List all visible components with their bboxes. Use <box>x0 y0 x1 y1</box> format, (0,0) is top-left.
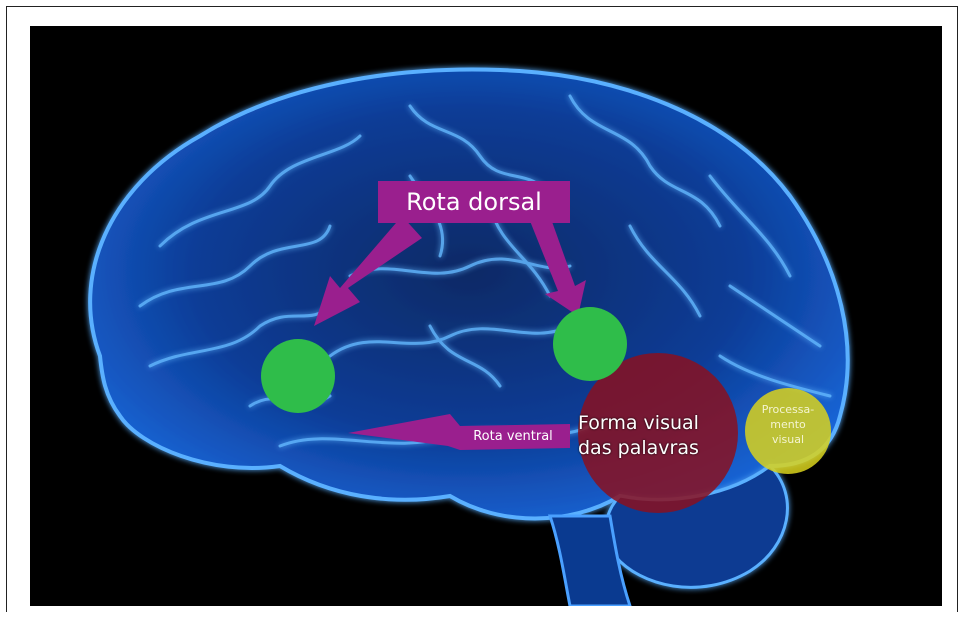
label-forma-line1: Forma visual <box>578 411 738 436</box>
node-right <box>553 307 627 381</box>
label-forma-visual: Forma visual das palavras <box>578 411 738 461</box>
brain-diagram-panel: Rota dorsal Rota ventral Forma visual da… <box>30 26 942 606</box>
label-rota-ventral: Rota ventral <box>455 426 571 448</box>
brain-diagram-svg <box>30 26 942 606</box>
label-proc-line2: mento <box>750 417 826 432</box>
label-forma-line2: das palavras <box>578 436 738 461</box>
label-proc-line1: Processa- <box>750 402 826 417</box>
label-proc-line3: visual <box>750 432 826 447</box>
label-rota-dorsal: Rota dorsal <box>378 181 570 223</box>
node-left <box>261 339 335 413</box>
label-processamento-visual: Processa- mento visual <box>750 402 826 447</box>
